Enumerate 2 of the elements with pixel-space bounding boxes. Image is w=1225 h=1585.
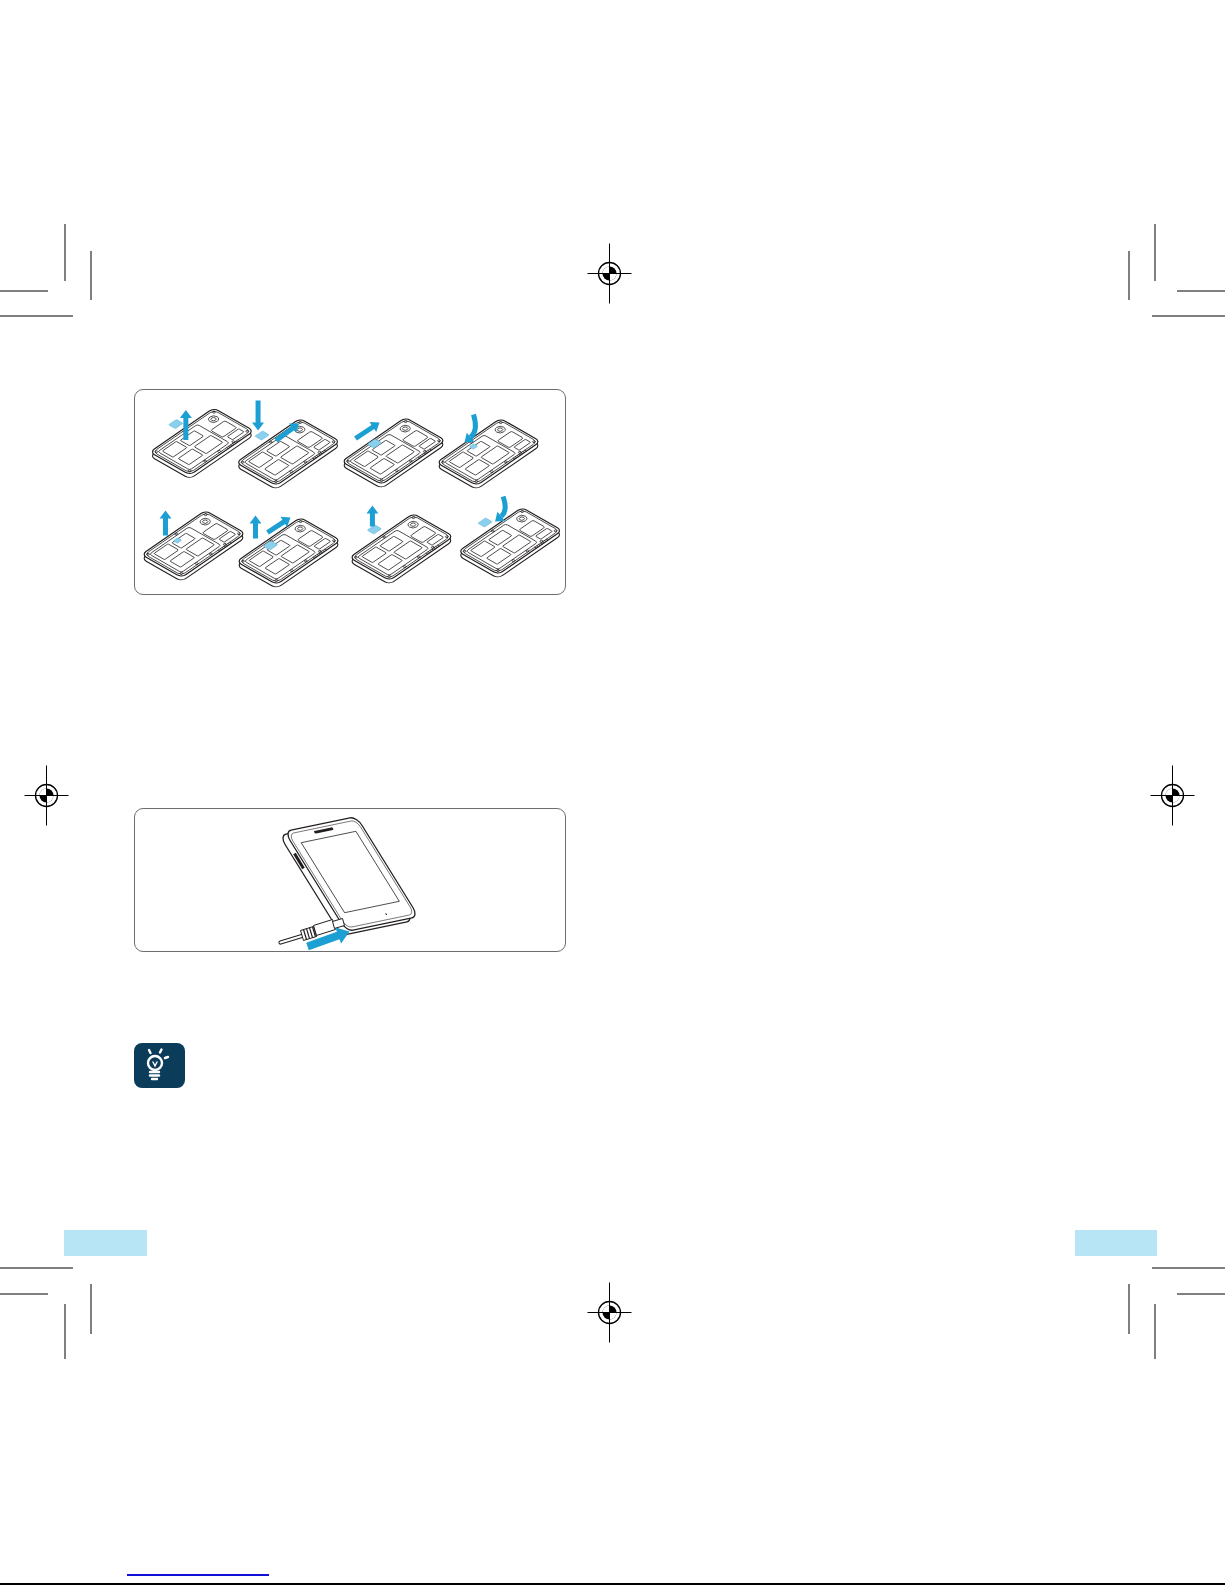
illustration-frame [134, 389, 566, 595]
illustration-frame [134, 808, 566, 952]
